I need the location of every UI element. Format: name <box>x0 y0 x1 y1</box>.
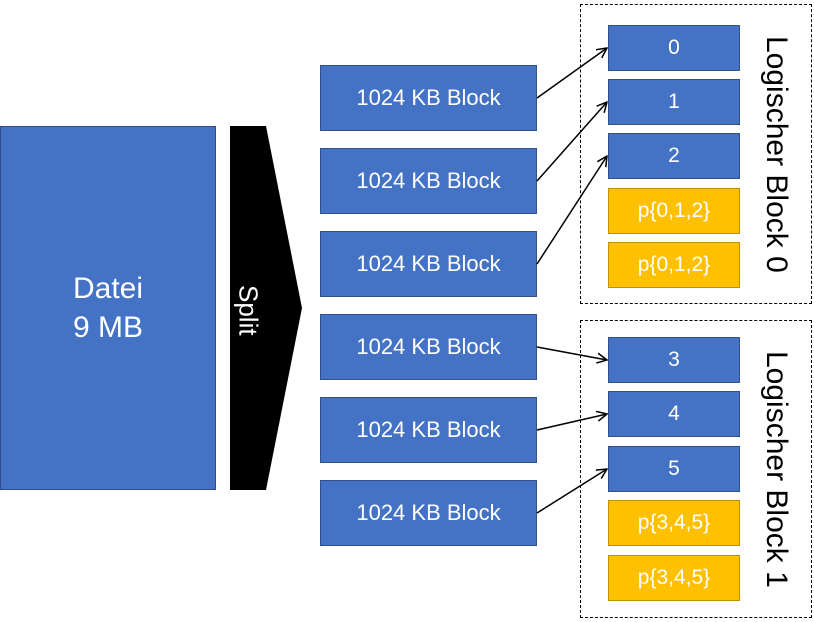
parity-block-0b: p{0,1,2} <box>608 242 740 288</box>
physical-block-1: 1024 KB Block <box>320 148 537 214</box>
connector-arrow-0 <box>536 48 607 99</box>
physical-block-0: 1024 KB Block <box>320 65 537 131</box>
logical-group-label-1: Logischer Block 1 <box>760 350 793 588</box>
logical-data-block-5: 5 <box>608 446 740 492</box>
file-size: 9 MB <box>72 311 144 344</box>
logical-group-1 <box>580 320 812 618</box>
physical-block-3: 1024 KB Block <box>320 314 537 380</box>
parity-block-1b: p{3,4,5} <box>608 555 740 601</box>
split-arrow-icon <box>230 126 302 490</box>
file-block: Datei 9 MB <box>0 126 216 490</box>
physical-block-5: 1024 KB Block <box>320 480 537 546</box>
logical-data-block-0: 0 <box>608 25 740 71</box>
logical-group-0 <box>580 4 812 304</box>
parity-block-0a: p{0,1,2} <box>608 188 740 234</box>
logical-data-block-4: 4 <box>608 391 740 437</box>
split-label: Split <box>233 284 264 336</box>
logical-group-label-0: Logischer Block 0 <box>760 35 793 273</box>
logical-data-block-1: 1 <box>608 79 740 125</box>
physical-block-4: 1024 KB Block <box>320 397 537 463</box>
physical-block-2: 1024 KB Block <box>320 231 537 297</box>
connector-arrow-5 <box>536 469 607 514</box>
logical-data-block-2: 2 <box>608 133 740 179</box>
parity-block-1a: p{3,4,5} <box>608 500 740 546</box>
connector-arrow-3 <box>536 346 607 360</box>
file-name: Datei <box>72 272 144 305</box>
connector-arrow-4 <box>536 414 607 431</box>
connector-arrow-1 <box>536 102 607 182</box>
connector-arrow-2 <box>536 156 607 265</box>
